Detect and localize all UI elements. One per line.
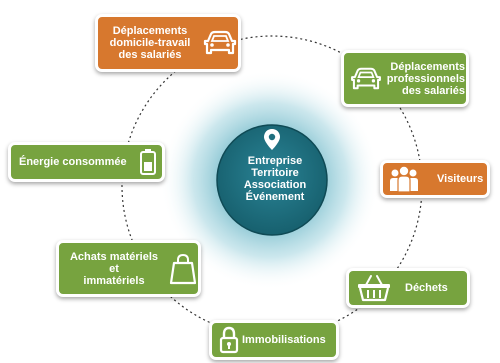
card-line: Visiteurs [437,173,484,185]
car-icon [349,66,383,92]
card-line: Immobilisations [242,334,326,346]
card-line: domicile-travail [109,37,191,49]
card-line: des salariés [118,49,182,61]
center-line: Entreprise [247,155,303,167]
center-disc [216,124,328,236]
people-icon [387,165,421,193]
center-line: Territoire [251,167,299,179]
center-line: Événement [245,191,305,203]
card-deplacements-professionnels[interactable]: Déplacements professionnels des salariés [341,50,469,107]
center-line: Association [243,179,307,191]
card-line: Déchets [405,282,448,294]
card-line: Déplacements [112,25,188,37]
center-label: Entreprise Territoire Association Événem… [225,155,325,203]
card-line: immatériels [83,274,145,287]
card-visiteurs[interactable]: Visiteurs [380,160,490,198]
card-line: Déplacements [390,60,465,73]
shopping-bag-icon [169,253,197,285]
card-domicile-travail[interactable]: Déplacements domicile-travail des salari… [95,14,241,72]
card-line: Achats matériels [69,250,159,263]
card-immobilisations[interactable]: Immobilisations [209,320,339,360]
card-achats[interactable]: Achats matériels et immatériels [56,240,201,297]
basket-icon [357,274,391,302]
card-line: des salariés [402,84,465,97]
location-pin-icon [264,129,280,150]
card-energie-consommee[interactable]: Énergie consommée [8,142,165,182]
battery-icon [139,148,157,176]
card-dechets[interactable]: Déchets [346,268,470,308]
padlock-icon [219,326,239,354]
car-icon [202,29,238,57]
card-line: et [109,262,119,275]
card-line: Énergie consommée [19,156,127,168]
card-line: professionnels [386,72,465,85]
